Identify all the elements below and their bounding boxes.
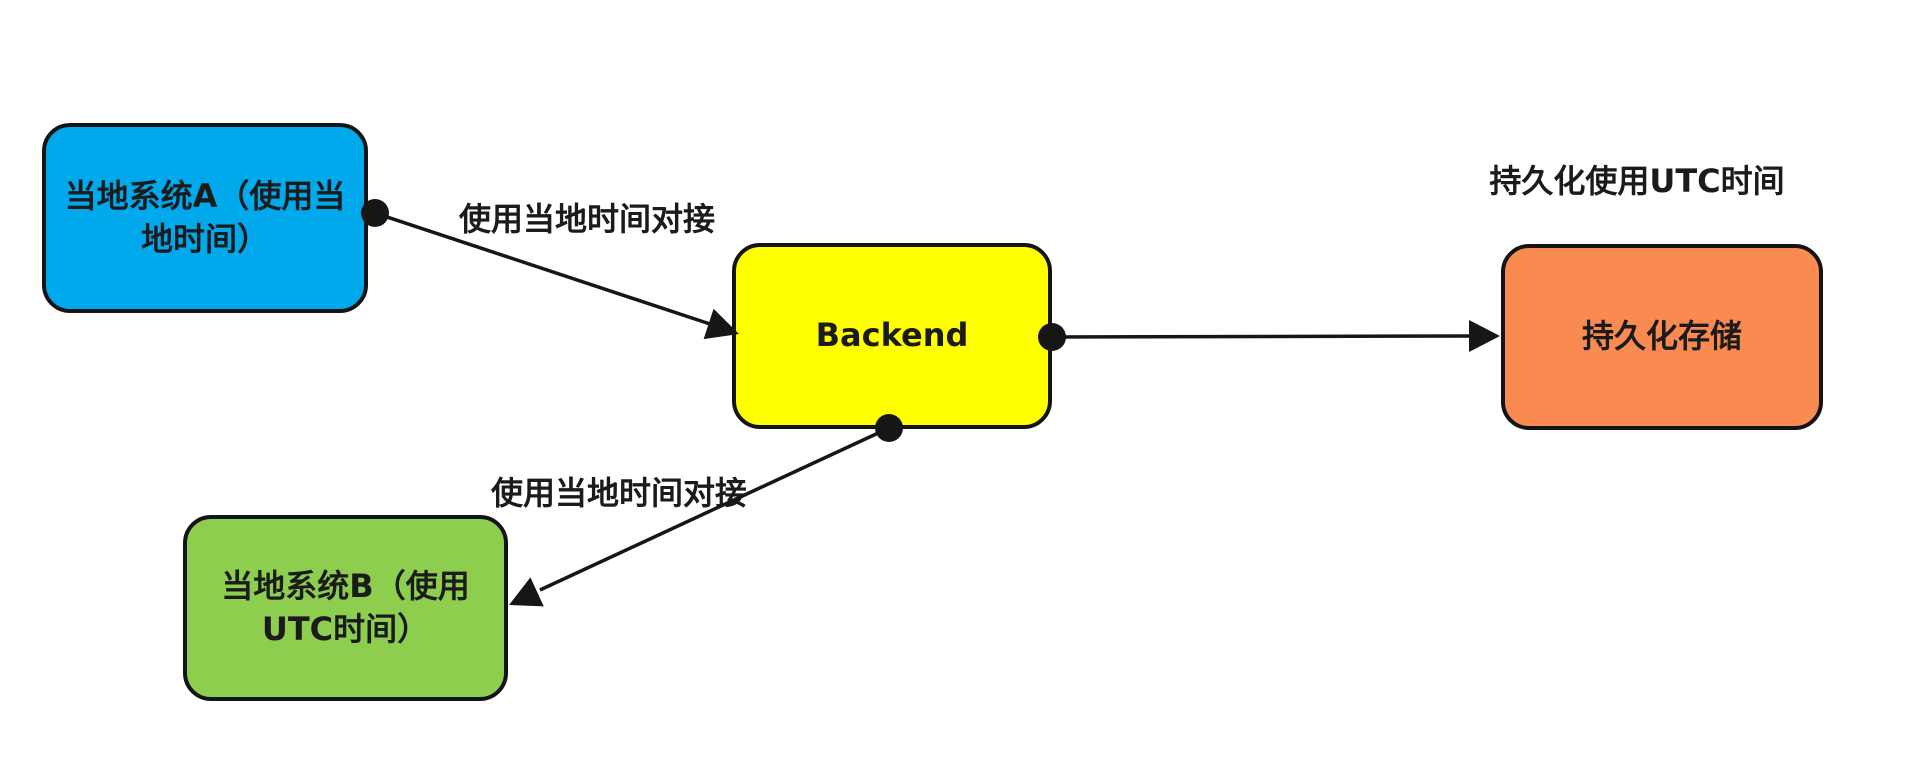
annotation-storage-note: 持久化使用UTC时间 <box>1489 162 1785 200</box>
node-system-a: 当地系统A（使用当地时间） <box>42 123 368 313</box>
connector-backend-to-storage <box>1051 334 1471 339</box>
arrowhead-backend-to-b <box>509 577 544 607</box>
node-system-a-label: 当地系统A（使用当地时间） <box>64 176 346 258</box>
node-storage: 持久化存储 <box>1501 244 1823 430</box>
node-system-b: 当地系统B（使用UTC时间） <box>183 515 508 701</box>
node-backend-label: Backend <box>815 316 969 355</box>
node-backend: Backend <box>732 243 1052 429</box>
node-system-b-label: 当地系统B（使用UTC时间） <box>221 566 470 648</box>
edge-label-a-to-backend: 使用当地时间对接 <box>458 200 715 238</box>
node-storage-label: 持久化存储 <box>1581 317 1742 356</box>
arrowhead-backend-to-storage <box>1469 320 1500 352</box>
edge-label-backend-to-b: 使用当地时间对接 <box>490 474 747 512</box>
